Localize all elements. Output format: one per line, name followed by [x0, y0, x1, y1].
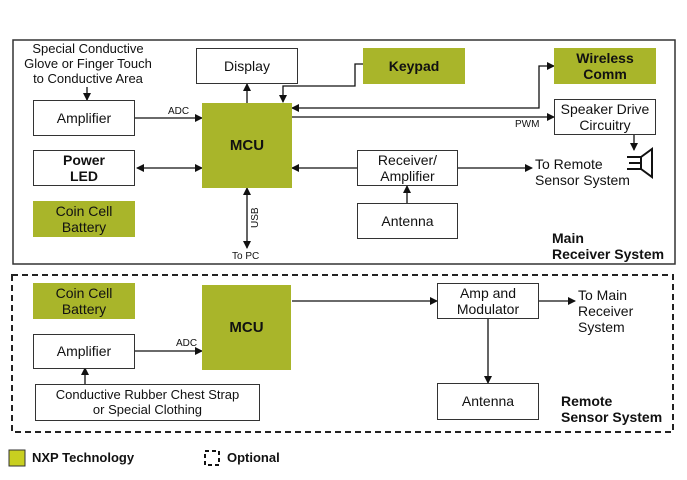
to-main-label: To Main Receiver System: [578, 287, 634, 336]
amp-modulator-block: Amp and Modulator: [437, 283, 539, 319]
wireless-mcu-arrow: [291, 62, 555, 112]
legend-nxp-swatch: [8, 449, 26, 467]
remote-mcu-block: MCU: [202, 285, 291, 370]
legend-optional-label: Optional: [227, 450, 280, 465]
legend-optional-swatch: [204, 450, 220, 466]
speaker-icon: [627, 147, 653, 179]
speaker-drive-block: Speaker Drive Circuitry: [554, 99, 656, 135]
main-coin-cell-block: Coin Cell Battery: [33, 201, 135, 237]
power-led-block: Power LED: [33, 150, 135, 186]
usb-label: USB: [250, 207, 261, 228]
receiver-amplifier-block: Receiver/ Amplifier: [357, 150, 458, 186]
chest-strap-block: Conductive Rubber Chest Strap or Special…: [35, 384, 260, 421]
legend-nxp-label: NXP Technology: [32, 450, 135, 465]
pwm-label: PWM: [515, 119, 540, 130]
remote-adc-label: ADC: [176, 338, 198, 349]
main-system-frame: [12, 39, 676, 265]
display-block: Display: [196, 48, 298, 84]
remote-amplifier-block: Amplifier: [33, 334, 135, 369]
to-pc-label: To PC: [232, 251, 260, 262]
remote-coin-cell-block: Coin Cell Battery: [33, 283, 135, 319]
touch-input-label: Special Conductive Glove or Finger Touch…: [24, 41, 152, 86]
to-remote-label: To Remote Sensor System: [535, 156, 630, 189]
remote-system-title: Remote Sensor System: [561, 393, 663, 426]
main-amplifier-block: Amplifier: [33, 100, 135, 136]
main-system-title: Main Receiver System: [552, 230, 665, 263]
main-antenna-block: Antenna: [357, 203, 458, 239]
keypad-block: Keypad: [363, 48, 465, 84]
main-adc-label: ADC: [168, 106, 190, 117]
main-mcu-block: MCU: [202, 103, 292, 188]
wireless-comm-block: Wireless Comm: [554, 48, 656, 84]
remote-system-frame: [11, 274, 674, 433]
remote-antenna-block: Antenna: [437, 383, 539, 420]
